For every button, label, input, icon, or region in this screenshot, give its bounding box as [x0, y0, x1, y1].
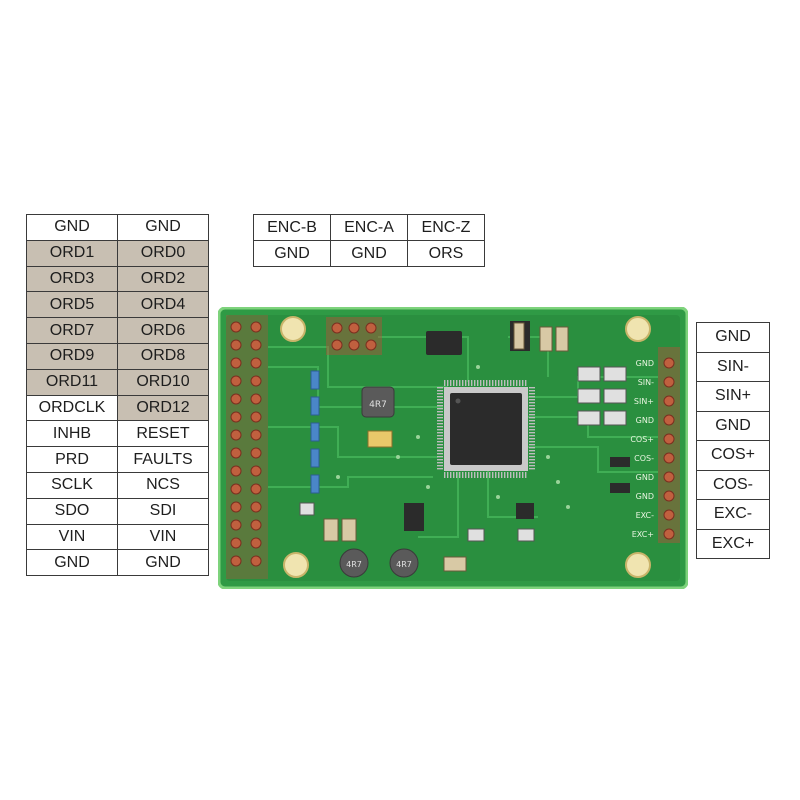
top-header-pinout-table: ENC-B ENC-A ENC-Z GND GND ORS — [253, 214, 485, 267]
pin-label-cell: ENC-B — [253, 214, 331, 241]
silkscreen-label: GND — [636, 359, 654, 368]
right-pin-header — [658, 347, 680, 543]
silkscreen-label: GND — [636, 416, 654, 425]
pin-label-cell: ORD11 — [26, 368, 118, 396]
inductor-label: 4R7 — [396, 560, 412, 569]
pin-label-cell: COS+ — [696, 440, 770, 471]
pin-label-cell: GND — [330, 240, 408, 267]
pinout-row: GND — [696, 322, 770, 353]
pin-label-cell: EXC+ — [696, 528, 770, 559]
pin-label-cell: ORD10 — [117, 368, 209, 396]
silkscreen-label: EXC+ — [632, 530, 654, 539]
pin-label-cell: ORD8 — [117, 342, 209, 370]
pin-label-cell: ORS — [407, 240, 485, 267]
pin-label-cell: ORD4 — [117, 291, 209, 319]
resistor-array — [310, 370, 320, 494]
pinout-row: SCLK NCS — [26, 471, 209, 499]
pin-label-cell: ORD6 — [117, 317, 209, 344]
pinout-row: GND GND — [26, 549, 209, 577]
pin-label-cell: FAULTS — [117, 446, 209, 473]
pinout-row: ORD9 ORD8 — [26, 342, 209, 370]
silkscreen-label: SIN- — [638, 378, 654, 387]
silkscreen-label: COS+ — [630, 435, 654, 444]
pin-label-cell: ORD7 — [26, 317, 118, 344]
pin-label-cell: ORD2 — [117, 265, 209, 293]
pin-label-cell: GND — [117, 214, 209, 241]
pin-label-cell: GND — [26, 214, 118, 241]
pinout-row: GND GND — [26, 214, 209, 241]
pin-label-cell: ORDCLK — [26, 394, 118, 422]
pcb-board: GND SIN- SIN+ GND COS+ COS- GND GND EXC-… — [218, 307, 688, 589]
pinout-row: INHB RESET — [26, 420, 209, 448]
pin-label-cell: PRD — [26, 446, 118, 473]
mounting-hole — [280, 316, 306, 342]
pinout-row: ORD1 ORD0 — [26, 239, 209, 267]
pinout-row: SIN+ — [696, 381, 770, 412]
top-pin-header — [326, 317, 382, 355]
pin-label-cell: GND — [117, 549, 209, 577]
pin-label-cell: ORD3 — [26, 265, 118, 293]
inductors: 4R7 4R7 4R7 — [339, 386, 419, 578]
mounting-holes — [280, 316, 651, 578]
left-header-pinout-table: GND GND ORD1 ORD0 ORD3 ORD2 ORD5 ORD4 OR… — [26, 214, 209, 577]
silkscreen-label: SIN+ — [634, 397, 654, 406]
pinout-row: ORD5 ORD4 — [26, 291, 209, 319]
silkscreen-label: GND — [636, 492, 654, 501]
pin-label-cell: RESET — [117, 420, 209, 448]
pin-label-cell: ORD9 — [26, 342, 118, 370]
pinout-row: VIN VIN — [26, 523, 209, 551]
pin-label-cell: EXC- — [696, 499, 770, 530]
pinout-row: COS- — [696, 469, 770, 500]
right-silkscreen-labels: GND SIN- SIN+ GND COS+ COS- GND GND EXC-… — [630, 359, 654, 539]
pinout-row: ORDCLK ORD12 — [26, 394, 209, 422]
pin-label-cell: GND — [696, 410, 770, 441]
pin-label-cell: INHB — [26, 420, 118, 448]
pin-label-cell: ENC-A — [330, 214, 408, 241]
pin-label-cell: SIN- — [696, 351, 770, 382]
pin-label-cell: NCS — [117, 471, 209, 499]
pinout-row: ORD7 ORD6 — [26, 317, 209, 344]
inductor-label: 4R7 — [369, 400, 387, 410]
pin-label-cell: GND — [253, 240, 331, 267]
pin-label-cell: ORD12 — [117, 394, 209, 422]
pin-label-cell: ORD0 — [117, 239, 209, 267]
right-header-pinout-table: GND SIN- SIN+ GND COS+ COS- EXC- EXC+ — [696, 322, 770, 559]
silkscreen-label: COS- — [634, 454, 654, 463]
pin-label-cell: ORD1 — [26, 239, 118, 267]
pinout-row: ORD3 ORD2 — [26, 265, 209, 293]
pin-label-cell: ENC-Z — [407, 214, 485, 241]
pinout-row: ORD11 ORD10 — [26, 368, 209, 396]
pin-label-cell: ORD5 — [26, 291, 118, 319]
mounting-hole — [283, 552, 309, 578]
pinout-row: SDO SDI — [26, 497, 209, 525]
main-ic-chip — [437, 380, 535, 478]
pin-label-cell: VIN — [26, 523, 118, 551]
pin-label-cell: COS- — [696, 469, 770, 500]
pinout-row: PRD FAULTS — [26, 446, 209, 473]
mounting-hole — [625, 552, 651, 578]
pinout-row: GND GND ORS — [253, 240, 485, 267]
pin-label-cell: GND — [696, 322, 770, 353]
silkscreen-label: EXC- — [636, 511, 655, 520]
pinout-row: COS+ — [696, 440, 770, 471]
pin-label-cell: VIN — [117, 523, 209, 551]
mounting-hole — [625, 316, 651, 342]
pinout-row: EXC+ — [696, 528, 770, 559]
silkscreen-label: GND — [636, 473, 654, 482]
pinout-row: ENC-B ENC-A ENC-Z — [253, 214, 485, 241]
inductor-label: 4R7 — [346, 560, 362, 569]
pcb-vias — [336, 365, 570, 509]
pinout-row: SIN- — [696, 351, 770, 382]
pin-label-cell: SIN+ — [696, 381, 770, 412]
left-pin-header — [226, 315, 268, 579]
pinout-row: EXC- — [696, 499, 770, 530]
pin-label-cell: SDI — [117, 497, 209, 525]
pin-label-cell: SCLK — [26, 471, 118, 499]
pinout-row: GND — [696, 410, 770, 441]
pin-label-cell: SDO — [26, 497, 118, 525]
pin-label-cell: GND — [26, 549, 118, 577]
passive-components — [299, 322, 630, 572]
